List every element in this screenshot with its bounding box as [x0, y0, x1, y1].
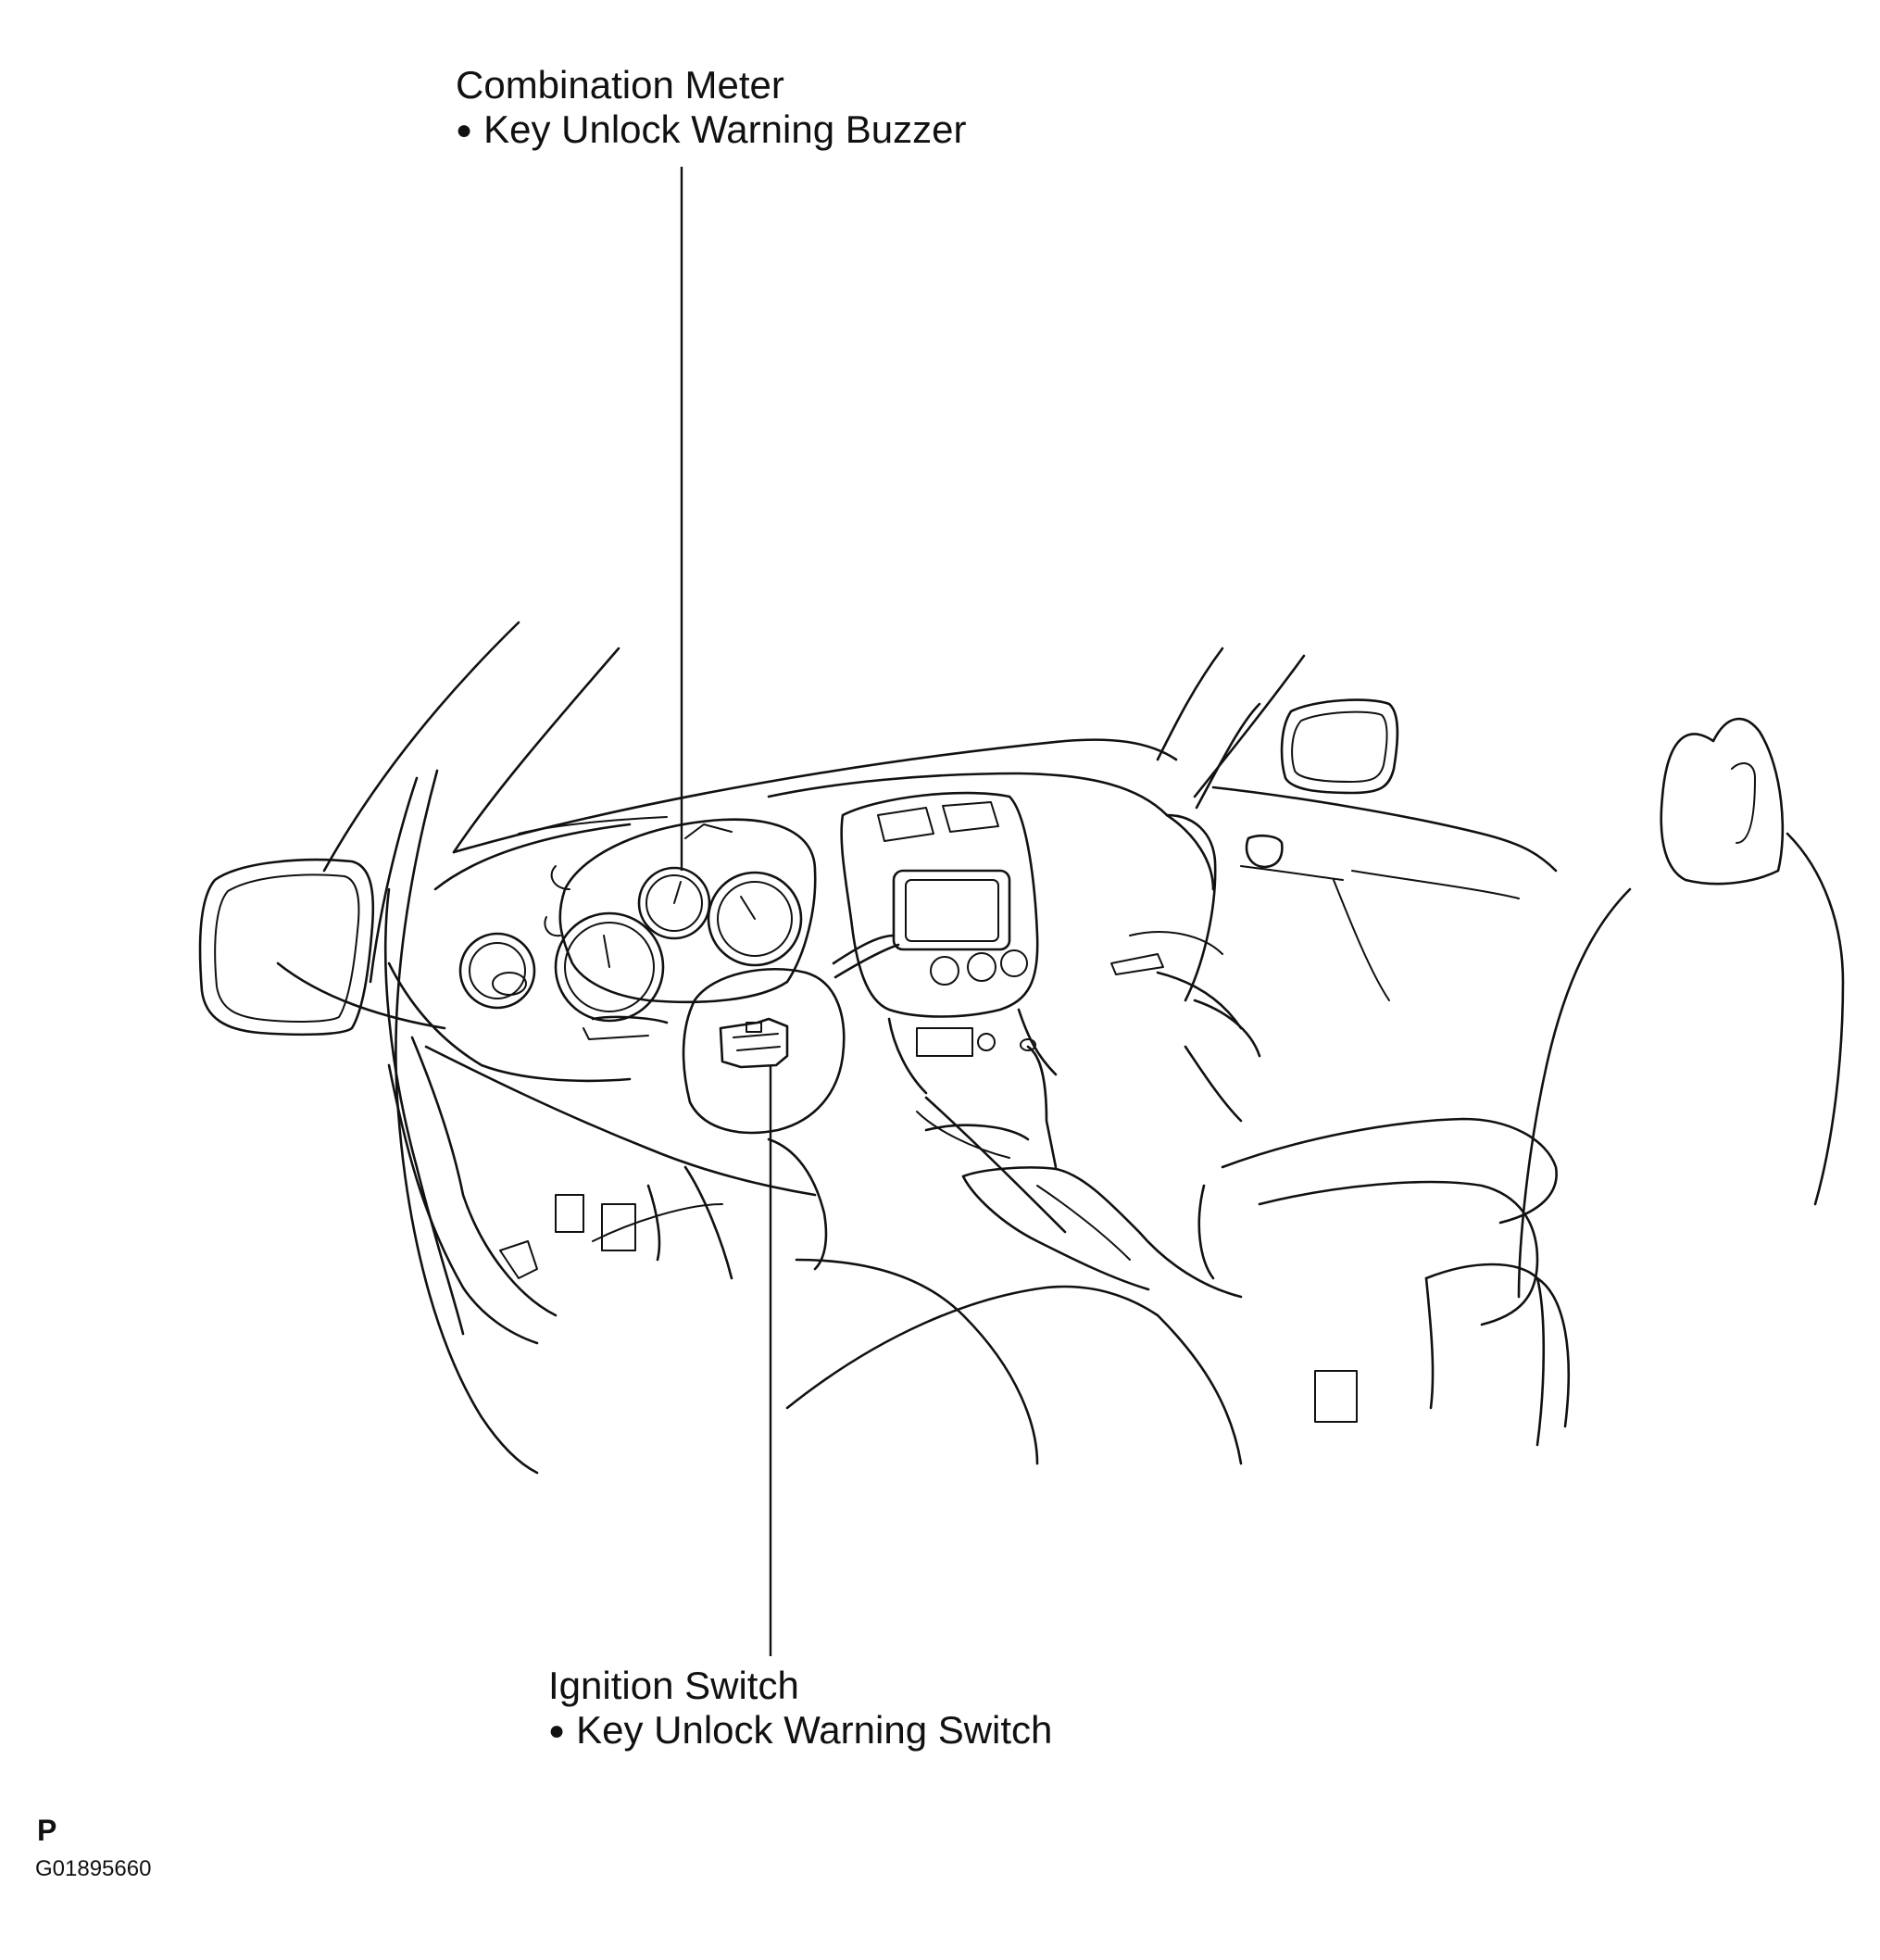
callout-combination-meter: Combination Meter ● Key Unlock Warning Bu…: [456, 63, 966, 153]
figure-code: G01895660: [35, 1856, 152, 1881]
passenger-door-panel: [1110, 785, 1558, 1123]
callout-part-line: ● Key Unlock Warning Switch: [548, 1708, 1052, 1753]
driver-seat-floor: [499, 1137, 1243, 1465]
combination-meter: [544, 818, 817, 1023]
callout-part-name: Key Unlock Warning Buzzer: [483, 107, 967, 151]
left-door-edge: [369, 769, 539, 1475]
callout-component-name: Combination Meter: [456, 63, 784, 107]
corner-letter: P: [37, 1814, 57, 1847]
dashboard-outline: [276, 738, 1215, 1345]
callout-part-line: ● Key Unlock Warning Buzzer: [456, 107, 966, 153]
steering-wheel-hub: [583, 934, 900, 1135]
left-side-mirror: [198, 858, 375, 1037]
callout-ignition-switch: Ignition Switch ● Key Unlock Warning Swit…: [548, 1664, 1052, 1753]
callout-part-name: Key Unlock Warning Switch: [576, 1708, 1053, 1752]
center-stack: [840, 791, 1067, 1234]
shift-lever-console: [916, 1038, 1243, 1299]
bullet-icon: ●: [456, 115, 473, 145]
right-side-mirror: [1280, 698, 1399, 795]
windshield-frame: [322, 621, 1306, 873]
ignition-switch: [719, 1017, 789, 1069]
callout-leaders: [680, 167, 772, 1656]
passenger-seat: [1197, 717, 1845, 1447]
bullet-icon: ●: [548, 1715, 566, 1746]
callout-component-name: Ignition Switch: [548, 1664, 799, 1707]
left-air-vent: [458, 932, 536, 1010]
